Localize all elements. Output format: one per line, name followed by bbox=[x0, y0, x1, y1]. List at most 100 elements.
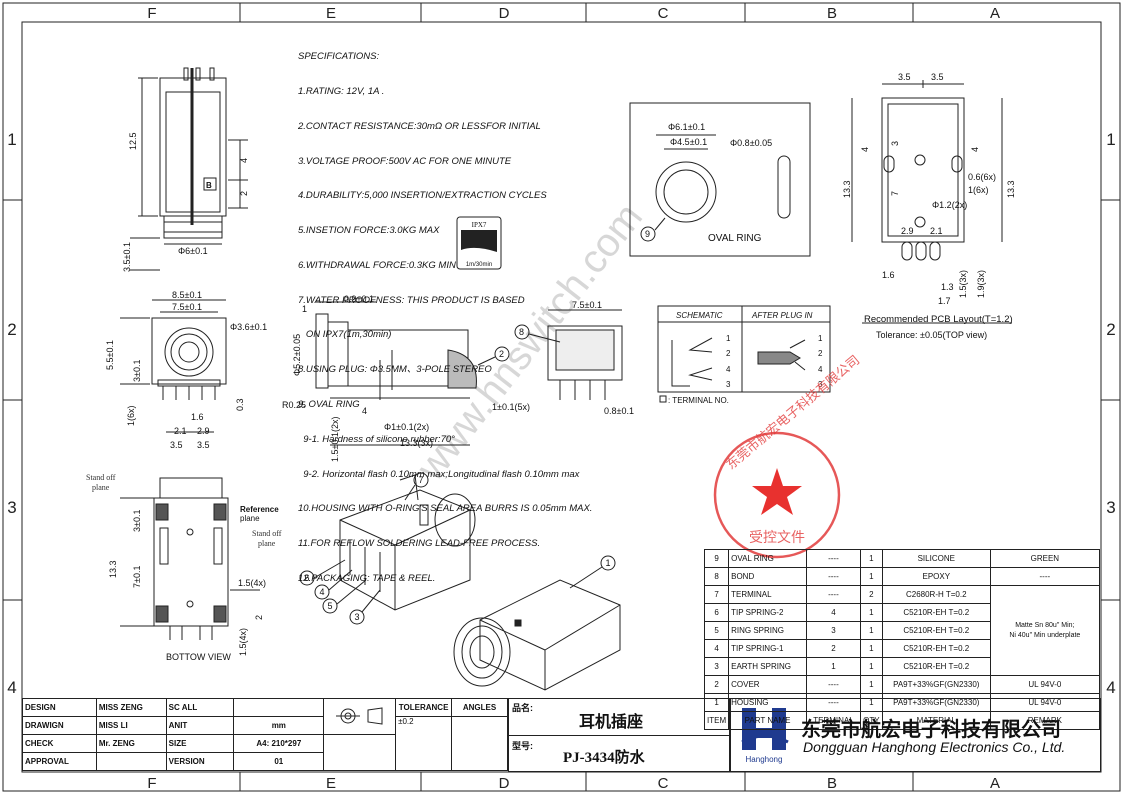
svg-text:3.5: 3.5 bbox=[170, 440, 183, 450]
reference-label: Reference bbox=[240, 505, 279, 514]
svg-text:1±0.1(5x): 1±0.1(5x) bbox=[492, 402, 530, 412]
svg-text:2.9: 2.9 bbox=[197, 426, 210, 436]
bom-qty-cell: 1 bbox=[859, 621, 883, 640]
svg-text:1(6x): 1(6x) bbox=[126, 405, 136, 426]
zone-columns-top: F E D C B A bbox=[147, 5, 1000, 22]
svg-text:Φ6±0.1: Φ6±0.1 bbox=[178, 246, 208, 256]
section-view-dims: 0.9±0.1 1 Φ5.2±0.05 R0.25 4 Φ1±0.1(2x) 1… bbox=[282, 294, 530, 462]
bottom-view-notes: Stand off plane Reference plane Stand of… bbox=[86, 473, 282, 548]
bom-part-cell: BOND bbox=[728, 567, 807, 586]
zone-col: A bbox=[990, 775, 1000, 792]
svg-text:3.5: 3.5 bbox=[197, 440, 210, 450]
zone-col: C bbox=[658, 5, 669, 22]
svg-text:5: 5 bbox=[327, 601, 332, 611]
spec-line: 2.CONTACT RESISTANCE:30mΩ OR LESSFOR INI… bbox=[298, 120, 541, 132]
tb-label: DESIGN bbox=[22, 698, 97, 717]
zone-columns-bottom: F E D C B A bbox=[147, 775, 1000, 792]
spec-line: 6.WITHDRAWAL FORCE:0.3KG MIN bbox=[298, 259, 456, 271]
svg-text:R0.25: R0.25 bbox=[282, 400, 306, 410]
bom-part-cell: TIP SPRING-2 bbox=[728, 603, 807, 622]
bom-part-cell: OVAL RING bbox=[728, 549, 807, 568]
bom-material-cell: SILICONE bbox=[881, 549, 991, 568]
svg-text:Φ1.2(2x): Φ1.2(2x) bbox=[932, 200, 967, 210]
spec-line: 5.INSETION FORCE:3.0KG MAX bbox=[298, 225, 440, 237]
svg-text:: TERMINAL NO.: : TERMINAL NO. bbox=[668, 396, 729, 405]
zone-col: E bbox=[326, 775, 336, 792]
bom-material-cell: C5210R-EH T=0.2 bbox=[881, 621, 991, 640]
zone-row: 3 bbox=[1106, 498, 1115, 517]
svg-text:3: 3 bbox=[818, 380, 823, 389]
svg-text:3: 3 bbox=[354, 612, 359, 622]
zone-row: 2 bbox=[7, 320, 16, 339]
svg-text:7±0.1: 7±0.1 bbox=[132, 566, 142, 588]
front-view bbox=[120, 299, 227, 433]
tb-name bbox=[95, 752, 167, 771]
svg-text:4: 4 bbox=[239, 158, 249, 163]
bom-material-cell: C2680R-H T=0.2 bbox=[881, 585, 991, 604]
bom-plating-remark: Matte Sn 80u" Min; Ni 40u" Min underplat… bbox=[989, 585, 1101, 676]
bom-qty-cell: 1 bbox=[859, 603, 883, 622]
svg-text:13.3(3x): 13.3(3x) bbox=[400, 438, 433, 448]
svg-text:1.6: 1.6 bbox=[191, 412, 204, 422]
ipx7-badge: IPX7 1m/30min bbox=[456, 216, 502, 270]
svg-text:Hanghong: Hanghong bbox=[746, 755, 783, 764]
zone-row: 1 bbox=[1106, 130, 1115, 149]
angles-value bbox=[451, 716, 508, 771]
bom-remark-cell: UL 94V-0 bbox=[989, 675, 1101, 694]
svg-text:1.5(4x): 1.5(4x) bbox=[238, 628, 248, 656]
zone-row: 3 bbox=[7, 498, 16, 517]
product-name: 耳机插座 bbox=[579, 714, 644, 731]
standoff-left-label: Stand off bbox=[86, 473, 116, 482]
zone-rows: 1 2 3 4 1 2 3 4 bbox=[7, 130, 1115, 697]
bom-part-cell: TERMINAL bbox=[728, 585, 807, 604]
product-name-label: 品名: bbox=[512, 703, 533, 713]
bom-part-cell: EARTH SPRING bbox=[728, 657, 807, 676]
tb-label: APPROVAL bbox=[22, 752, 97, 771]
zone-col: C bbox=[658, 775, 669, 792]
tb-label: CHECK bbox=[22, 734, 97, 753]
svg-text:受控文件: 受控文件 bbox=[749, 529, 805, 545]
svg-text:BOTTOW VIEW: BOTTOW VIEW bbox=[166, 652, 231, 662]
svg-text:12.5: 12.5 bbox=[128, 132, 138, 150]
schematic bbox=[657, 305, 831, 403]
svg-text:8.5±0.1: 8.5±0.1 bbox=[172, 290, 202, 300]
bom-material-cell: PA9T+33%GF(GN2330) bbox=[881, 675, 991, 694]
bom-terminal-cell: 3 bbox=[805, 621, 861, 640]
tb-value bbox=[233, 698, 325, 717]
tb-key: VERSION bbox=[165, 752, 235, 771]
svg-text:9: 9 bbox=[645, 229, 650, 239]
tb-key: SIZE bbox=[165, 734, 235, 753]
projection-spacer bbox=[323, 734, 397, 771]
tb-value: 01 bbox=[233, 752, 325, 771]
svg-text:B: B bbox=[206, 181, 212, 190]
svg-text:Φ5.2±0.05: Φ5.2±0.05 bbox=[292, 334, 302, 376]
angles-label: ANGLES bbox=[451, 698, 508, 717]
spec-line: 4.DURABILITY:5,000 INSERTION/EXTRACTION … bbox=[298, 190, 547, 202]
svg-text:2: 2 bbox=[818, 349, 823, 358]
svg-text:6: 6 bbox=[304, 573, 309, 583]
svg-text:7: 7 bbox=[418, 475, 423, 485]
bom-terminal-cell: 4 bbox=[805, 603, 861, 622]
svg-text:AFTER PLUG IN: AFTER PLUG IN bbox=[751, 311, 813, 320]
tb-name: MISS LI bbox=[95, 716, 167, 735]
bom-item-cell: 8 bbox=[703, 567, 730, 586]
svg-text:2.9: 2.9 bbox=[901, 226, 914, 236]
svg-text:1.7: 1.7 bbox=[938, 296, 951, 306]
zone-col: E bbox=[326, 5, 336, 22]
svg-text:1: 1 bbox=[818, 334, 823, 343]
tolerance-label: TOLERANCE bbox=[395, 698, 453, 717]
svg-text:2: 2 bbox=[499, 349, 504, 359]
bom-remark-cell: GREEN bbox=[989, 549, 1101, 568]
bom-part-cell: COVER bbox=[728, 675, 807, 694]
svg-text:3.5: 3.5 bbox=[931, 72, 944, 82]
bottom-view bbox=[120, 477, 260, 640]
svg-text:0.3: 0.3 bbox=[235, 398, 245, 411]
svg-text:Φ4.5±0.1: Φ4.5±0.1 bbox=[670, 137, 707, 147]
tb-value: mm bbox=[233, 716, 325, 735]
bom-item-cell: 4 bbox=[703, 639, 730, 658]
